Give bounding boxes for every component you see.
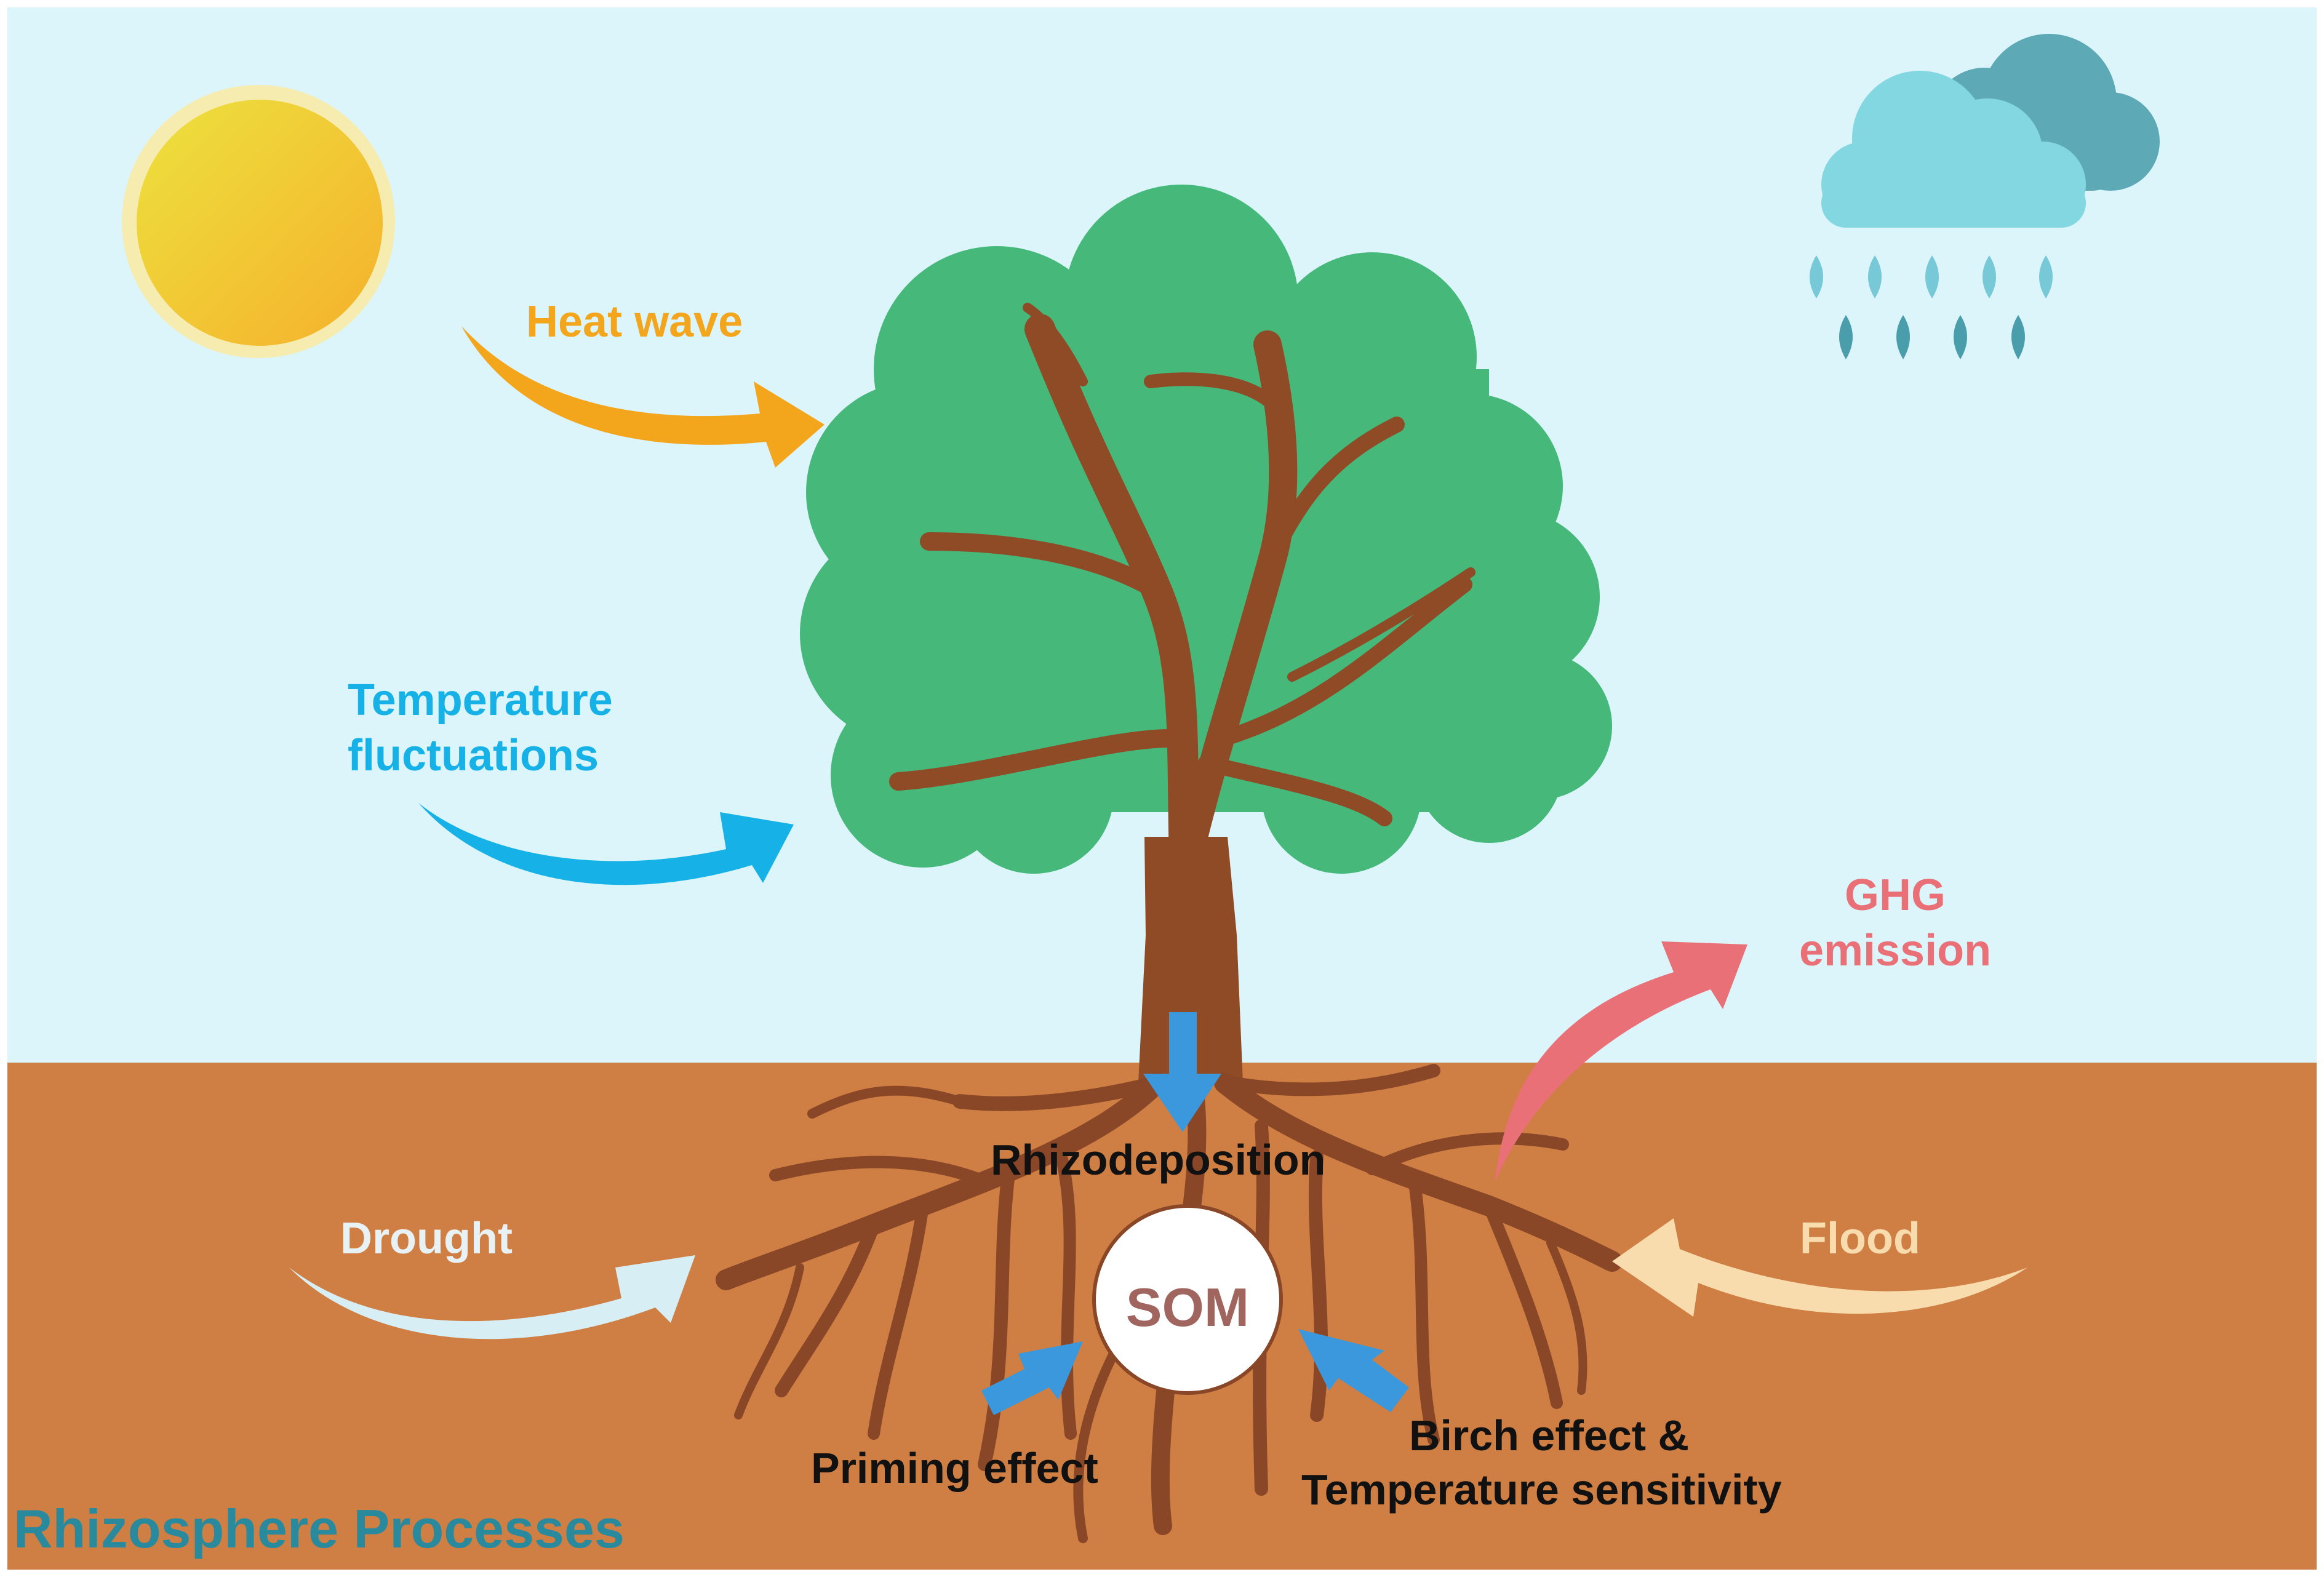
tree-trunk [1138, 837, 1243, 1083]
birch-effect-line-1: Birch effect & [1409, 1411, 1690, 1459]
raindrops-top [1810, 255, 2053, 298]
roots-icon [716, 1064, 1623, 1543]
priming-effect-arrow [981, 1341, 1083, 1415]
ghg-emission-label: GHG emission [1781, 868, 2009, 978]
heat-wave-label: Heat wave [526, 297, 743, 346]
rhizodeposition-label: Rhizodeposition [991, 1136, 1326, 1184]
birch-effect-line-2: Temperature sensitivity [1301, 1465, 1782, 1514]
birch-effect-arrow [1298, 1329, 1409, 1412]
sun-core [137, 100, 383, 346]
cloud-front [1821, 71, 2086, 228]
temperature-fluctuations-label: Temperature fluctuations [348, 673, 613, 783]
som-circle [1092, 1204, 1283, 1395]
diagram-title: Rhizosphere Processes [14, 1498, 625, 1559]
temperature-fluctuations-line-1: Temperature [348, 676, 613, 725]
drought-arrow [289, 1255, 695, 1339]
rain-cloud-icon [1810, 34, 2160, 359]
flood-label: Flood [1800, 1214, 1920, 1263]
ghg-emission-line-1: GHG [1844, 871, 1946, 920]
raindrops-bottom [1839, 315, 2025, 359]
tree-icon [800, 185, 1612, 1083]
ghg-emission-arrow [1495, 941, 1747, 1181]
drought-label: Drought [340, 1214, 513, 1263]
tree-branches [889, 303, 1475, 877]
birch-effect-label: Birch effect & Temperature sensitivity [1301, 1409, 1782, 1517]
heat-wave-arrow [461, 326, 825, 468]
som-label: SOM [1125, 1277, 1250, 1338]
rhizodeposition-arrow [1143, 1012, 1221, 1132]
priming-effect-label: Priming effect [811, 1444, 1098, 1492]
temperature-fluctuations-arrow [418, 803, 794, 885]
ghg-emission-line-2: emission [1799, 926, 1992, 975]
sun-icon [122, 85, 395, 358]
temperature-fluctuations-line-2: fluctuations [348, 731, 599, 780]
flood-arrow [1612, 1218, 2027, 1317]
tree-crown [800, 185, 1612, 874]
